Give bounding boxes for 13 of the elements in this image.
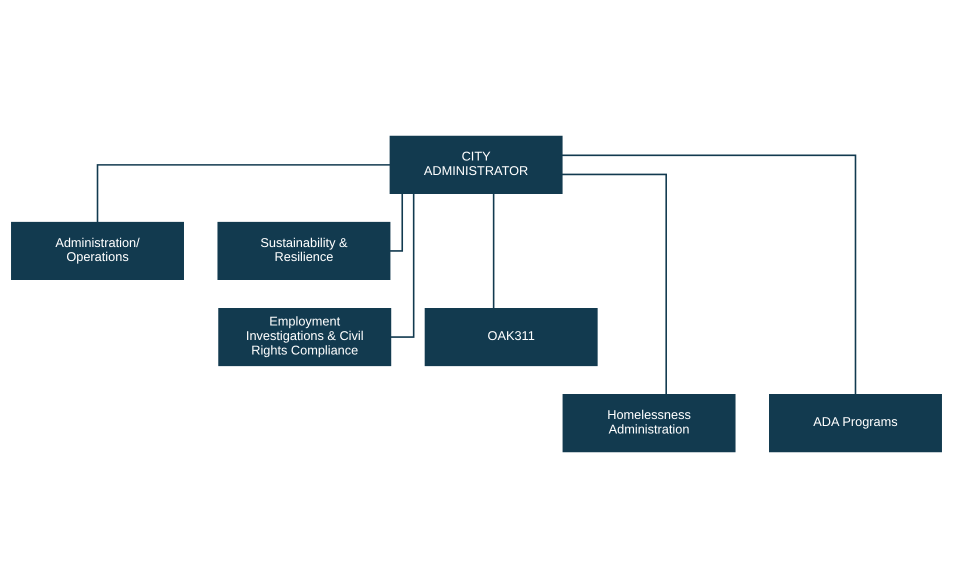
- connector: [562, 173, 667, 394]
- node-box: CITY ADMINISTRATOR: [390, 135, 563, 194]
- connector: [562, 154, 856, 394]
- node-box: OAK311: [424, 307, 598, 366]
- connector: [96, 164, 390, 222]
- connector: [390, 193, 414, 338]
- connector: [492, 193, 494, 308]
- connector: [390, 193, 404, 252]
- node-box: ADA Programs: [769, 394, 942, 452]
- node-box: Homelessness Administration: [562, 394, 736, 452]
- node-box: Employment Investigations & Civil Rights Compliance: [218, 307, 392, 366]
- node-box: Sustainability & Resilience: [217, 221, 390, 280]
- node-box: Administration/ Operations: [11, 221, 184, 280]
